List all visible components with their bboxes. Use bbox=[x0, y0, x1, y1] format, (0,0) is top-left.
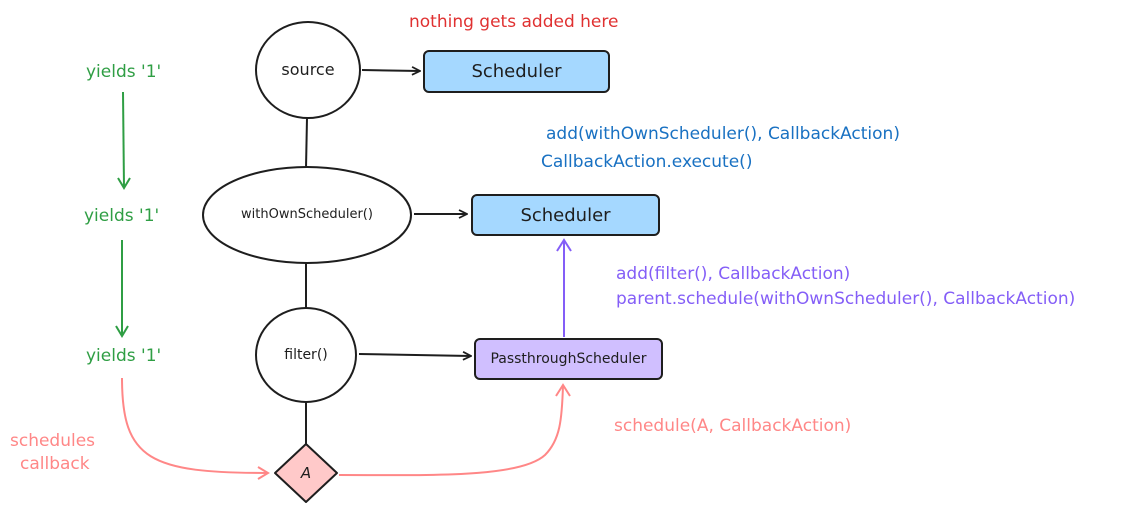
arrow-filter-to-passthrough bbox=[358, 354, 471, 356]
yields-label-2: yields '1' bbox=[84, 206, 160, 226]
scheduler-top-box: Scheduler bbox=[423, 50, 610, 93]
blue-annotation-add: add(withOwnScheduler(), CallbackAction) bbox=[546, 124, 900, 144]
yields-label-1: yields '1' bbox=[86, 62, 162, 82]
schedules-callback-line1: schedules bbox=[10, 431, 96, 451]
purple-annotation-parent-schedule: parent.schedule(withOwnScheduler(), Call… bbox=[616, 289, 1076, 309]
scheduler-middle-label: Scheduler bbox=[520, 204, 611, 226]
arrow-source-to-scheduler bbox=[361, 70, 420, 71]
schedules-callback-line2: callback bbox=[20, 454, 90, 474]
filter-label: filter() bbox=[284, 347, 328, 363]
nothing-added-note: nothing gets added here bbox=[409, 12, 619, 32]
diamond-label: A bbox=[300, 464, 312, 482]
with-own-scheduler-label: withOwnScheduler() bbox=[241, 207, 373, 222]
purple-annotation-add: add(filter(), CallbackAction) bbox=[616, 264, 851, 284]
filter-node bbox=[255, 307, 357, 403]
blue-annotation-execute: CallbackAction.execute() bbox=[541, 152, 753, 172]
green-arrow-1 bbox=[117, 91, 131, 190]
diamond-node bbox=[274, 443, 338, 503]
source-label: source bbox=[281, 60, 335, 79]
with-own-scheduler-node bbox=[202, 166, 412, 264]
pink-annotation-schedule: schedule(A, CallbackAction) bbox=[614, 416, 852, 436]
scheduler-middle-box: Scheduler bbox=[471, 194, 660, 236]
passthrough-scheduler-label: PassthroughScheduler bbox=[490, 351, 647, 367]
spine-source-to-withown bbox=[305, 117, 308, 169]
pink-arrow-schedules-callback bbox=[121, 377, 270, 480]
pink-arrow-to-passthrough bbox=[338, 383, 571, 477]
passthrough-scheduler-box: PassthroughScheduler bbox=[474, 338, 663, 380]
source-node bbox=[255, 21, 361, 119]
yields-label-3: yields '1' bbox=[86, 346, 162, 366]
scheduler-top-label: Scheduler bbox=[471, 61, 562, 82]
